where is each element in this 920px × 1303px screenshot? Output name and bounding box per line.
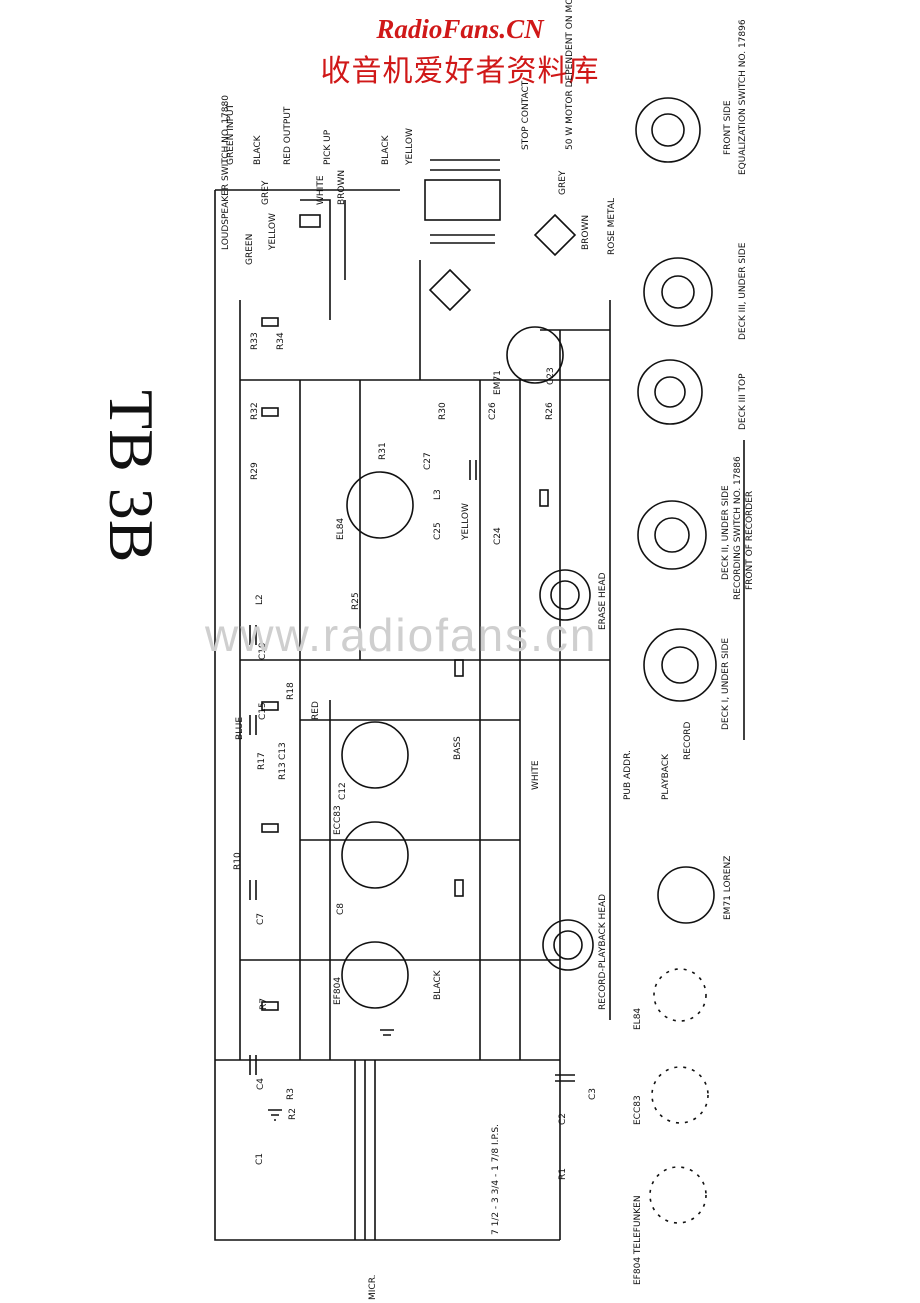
section-label: YELLOW — [461, 503, 471, 541]
watermark: www.radiofans.cn — [205, 609, 598, 661]
component-label: R3 — [286, 1088, 296, 1100]
component-label: C8 — [336, 903, 346, 915]
psu-label: GREY — [558, 170, 568, 195]
component-label: R34 — [276, 332, 286, 350]
component-label: R26 — [545, 402, 555, 420]
switch-label: DECK II, UNDER SIDE — [721, 485, 731, 580]
component-label: C26 — [488, 402, 498, 420]
tube-label: EM71 — [493, 370, 503, 395]
tube-label: ECC83 — [333, 805, 343, 835]
component-label: C23 — [546, 367, 556, 385]
component-label: C2 — [558, 1113, 568, 1125]
tube-label: EL84 — [336, 518, 346, 540]
wire-label: BROWN — [337, 170, 347, 205]
switch-labels: FRONT SIDE EQUALIZATION SWITCH NO. 17896… — [623, 19, 755, 800]
psu-labels: BLACK YELLOW GREY BROWN ROSE METAL STOP … — [381, 0, 617, 255]
mode-label: PLAYBACK — [661, 753, 671, 800]
io-labels: GREEN INPUT BLACK RED OUTPUT PICK UP GRE… — [221, 95, 347, 265]
mode-label: PUB ADDR. — [623, 750, 633, 800]
section-label: BASS — [453, 736, 463, 760]
section-label: BLUE — [235, 717, 245, 740]
psu-label: YELLOW — [405, 128, 415, 166]
wire-label: YELLOW — [268, 213, 278, 251]
head-labels: ERASE HEAD RECORD-PLAYBACK HEAD — [598, 572, 608, 1010]
component-label: L3 — [433, 489, 443, 500]
head-label: ERASE HEAD — [598, 572, 608, 630]
component-label: R31 — [378, 442, 388, 460]
tube-labels: EM71 EL84 ECC83 EF804 — [333, 370, 503, 1005]
head-label: RECORD-PLAYBACK HEAD — [598, 894, 608, 1010]
switch-label: DECK III TOP — [738, 373, 748, 430]
component-label: R10 — [233, 852, 243, 870]
switch-label: FRONT SIDE — [723, 100, 733, 155]
speaker-switch-label: LOUDSPEAKER SWITCH NO. 17880 — [221, 95, 231, 250]
component-labels: R33 R34 R32 R31 R30 R29 R26 R25 R18 R17 … — [233, 332, 598, 1180]
tube-label: EF804 — [333, 977, 343, 1005]
wire-label: WHITE — [316, 175, 326, 205]
component-label: R18 — [286, 682, 296, 700]
site-title: RadioFans.CN — [376, 14, 544, 44]
component-label: L2 — [255, 594, 265, 605]
component-label: C3 — [588, 1088, 598, 1100]
psu-label: STOP CONTACT — [521, 80, 531, 150]
component-label: C15 — [258, 702, 268, 720]
component-label: C13 — [278, 742, 288, 760]
model-label: TB 3B — [96, 390, 167, 563]
switch-label: EQUALIZATION SWITCH NO. 17896 — [738, 19, 748, 175]
pinout-label: EM71 LORENZ — [723, 856, 733, 920]
pinout-labels: EF804 TELEFUNKEN ECC83 EL84 EM71 LORENZ — [633, 856, 733, 1285]
component-label: R7 — [259, 998, 269, 1010]
io-label: BLACK — [253, 134, 263, 165]
switch-label: RECORDING SWITCH NO. 17886 — [733, 456, 743, 600]
site-subtitle: 收音机爱好者资料库 — [320, 54, 600, 89]
speed-label: 7 1/2 - 3 3/4 - 1 7/8 I.P.S. — [491, 1124, 501, 1235]
component-label: R25 — [351, 592, 361, 610]
component-label: C25 — [433, 522, 443, 540]
pinout-label: ECC83 — [633, 1095, 643, 1125]
component-label: R1 — [558, 1168, 568, 1180]
wire-label: GREY — [261, 180, 271, 205]
io-label: PICK UP — [323, 129, 333, 165]
section-labels: BASS WHITE BLACK BLUE RED YELLOW — [235, 503, 541, 1000]
component-label: C7 — [256, 913, 266, 925]
switch-label: DECK III, UNDER SIDE — [738, 242, 748, 340]
io-label: GREEN INPUT — [226, 103, 236, 165]
pinout-label: EL84 — [633, 1008, 643, 1030]
io-label: RED OUTPUT — [283, 106, 293, 165]
component-label: C27 — [423, 452, 433, 470]
component-label: C12 — [338, 782, 348, 800]
component-label: R33 — [250, 332, 260, 350]
component-label: C24 — [493, 527, 503, 545]
section-label: BLACK — [433, 969, 443, 1000]
psu-label: BLACK — [381, 134, 391, 165]
component-label: C4 — [256, 1078, 266, 1090]
motor-label: 50 W MOTOR DEPENDENT ON MOTOR — [565, 0, 575, 150]
component-label: C19 — [258, 642, 268, 660]
section-label: RED — [311, 701, 321, 720]
psu-label: ROSE METAL — [607, 198, 617, 255]
switch-label: FRONT OF RECORDER — [745, 491, 755, 590]
psu-label: BROWN — [581, 215, 591, 250]
mode-label: RECORD — [683, 721, 693, 760]
input-labels: MICR. 7 1/2 - 3 3/4 - 1 7/8 I.P.S. — [368, 1124, 501, 1300]
component-label: R30 — [438, 402, 448, 420]
component-label: R29 — [250, 462, 260, 480]
wire-label: GREEN — [245, 234, 255, 265]
component-label: R13 — [278, 762, 288, 780]
mic-label: MICR. — [368, 1275, 378, 1301]
component-label: R2 — [288, 1108, 298, 1120]
pinout-label: EF804 TELEFUNKEN — [633, 1195, 643, 1285]
component-label: C1 — [255, 1153, 265, 1165]
component-label: R32 — [250, 402, 260, 420]
section-label: WHITE — [531, 760, 541, 790]
component-label: R17 — [257, 752, 267, 770]
switch-label: DECK I, UNDER SIDE — [721, 638, 731, 730]
